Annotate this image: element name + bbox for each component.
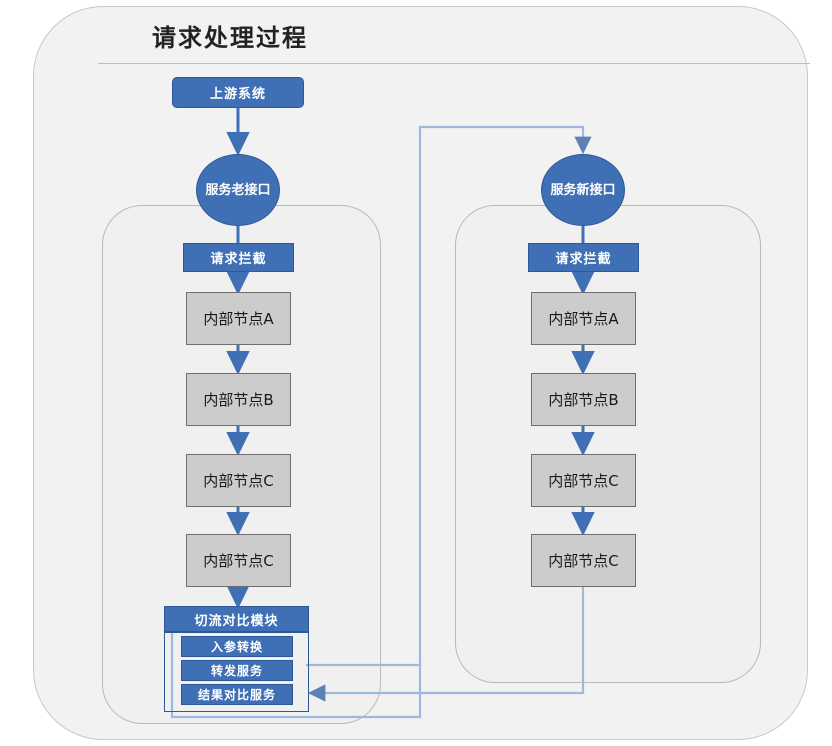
right-request-intercept-box[interactable]: 请求拦截 — [528, 243, 639, 272]
left-internal-node-a[interactable]: 内部节点A — [186, 292, 291, 345]
service-old-interface-line-3: 口 — [257, 182, 271, 198]
right-internal-node-c1[interactable]: 内部节点C — [531, 454, 636, 507]
module-item-result-compare-service[interactable]: 结果对比服务 — [181, 684, 293, 705]
traffic-compare-module-header[interactable]: 切流对比模块 — [164, 606, 309, 632]
left-internal-node-c1[interactable]: 内部节点C — [186, 454, 291, 507]
service-new-interface-circle[interactable]: 服务 新接 口 — [541, 154, 625, 226]
service-old-interface-line-2: 老接 — [231, 182, 258, 198]
module-item-forward-service[interactable]: 转发服务 — [181, 660, 293, 681]
service-new-interface-line-3: 口 — [602, 182, 616, 198]
right-internal-node-a[interactable]: 内部节点A — [531, 292, 636, 345]
service-old-interface-circle[interactable]: 服务 老接 口 — [196, 154, 280, 226]
left-request-intercept-box[interactable]: 请求拦截 — [183, 243, 294, 272]
right-internal-node-c2[interactable]: 内部节点C — [531, 534, 636, 587]
page-title: 请求处理过程 — [152, 24, 308, 52]
module-item-param-convert[interactable]: 入参转换 — [181, 636, 293, 657]
upstream-system-box[interactable]: 上游系统 — [172, 77, 304, 108]
traffic-compare-module-frame — [164, 632, 309, 712]
service-new-interface-line-1: 服务 — [550, 182, 577, 198]
service-old-interface-line-1: 服务 — [205, 182, 232, 198]
left-internal-node-c2[interactable]: 内部节点C — [186, 534, 291, 587]
right-internal-node-b[interactable]: 内部节点B — [531, 373, 636, 426]
left-internal-node-b[interactable]: 内部节点B — [186, 373, 291, 426]
lane-panel-new-interface — [455, 205, 761, 683]
title-divider — [98, 63, 810, 64]
service-new-interface-line-2: 新接 — [576, 182, 603, 198]
